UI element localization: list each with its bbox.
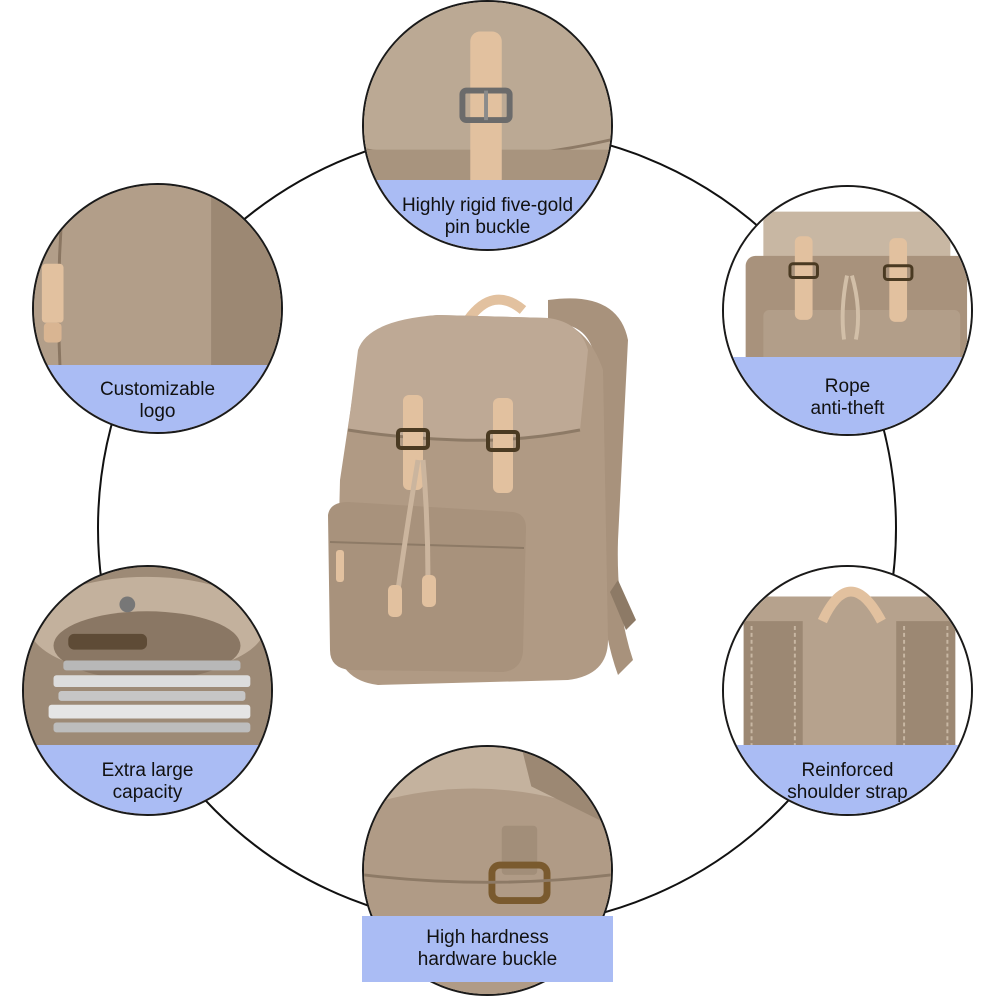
caption-rope: Rope anti-theft (724, 357, 971, 434)
feature-bubble-logo: Customizable logo (32, 183, 283, 434)
backpack-product-image (328, 294, 636, 685)
feature-bubble-capacity: Extra large capacity (22, 565, 273, 816)
caption-capacity: Extra large capacity (24, 745, 271, 814)
caption-strap: Reinforced shoulder strap (724, 745, 971, 814)
feature-bubble-strap: Reinforced shoulder strap (722, 565, 973, 816)
caption-buckle: Highly rigid five-gold pin buckle (364, 180, 611, 249)
caption-hardware: High hardness hardware buckle (362, 916, 613, 982)
caption-logo: Customizable logo (34, 365, 281, 432)
feature-bubble-buckle: Highly rigid five-gold pin buckle (362, 0, 613, 251)
feature-bubble-rope: Rope anti-theft (722, 185, 973, 436)
